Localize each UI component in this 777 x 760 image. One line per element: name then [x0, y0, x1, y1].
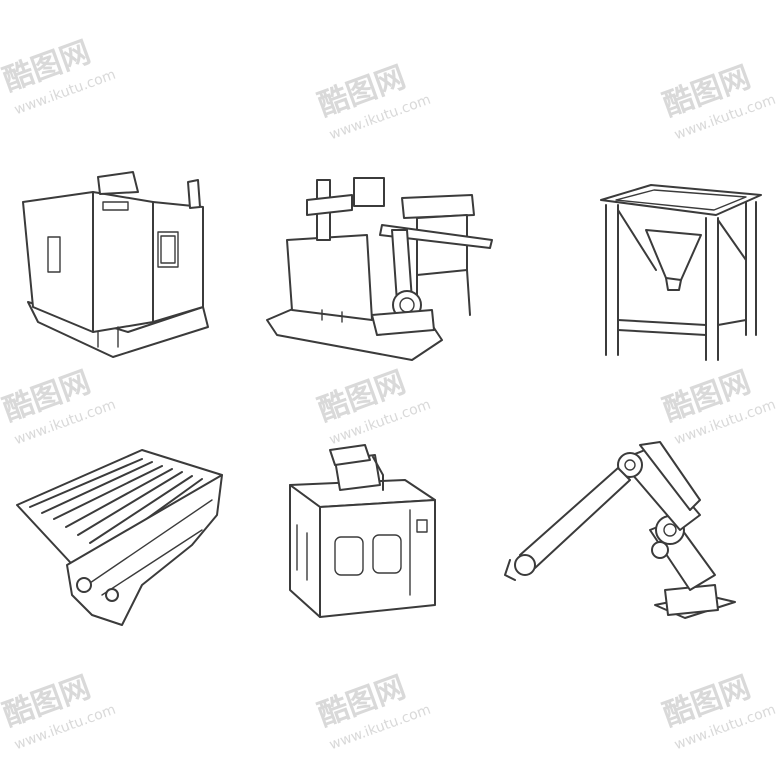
watermark-brand: 酷图网 [659, 365, 756, 429]
cnc-machining-center-icon [18, 171, 218, 362]
vertical-mill-icon [285, 444, 445, 620]
robotic-welding-cell-icon [262, 170, 502, 370]
watermark-brand: 酷图网 [314, 670, 411, 734]
watermark-url: www.ikutu.com [327, 702, 433, 754]
watermark-brand: 酷图网 [0, 365, 95, 429]
watermark-url: www.ikutu.com [12, 67, 118, 119]
watermark: 酷图网 www.ikutu.com [310, 40, 480, 150]
watermark-brand: 酷图网 [314, 365, 411, 429]
watermark-brand: 酷图网 [0, 670, 95, 734]
steel-hopper-frame-icon [596, 180, 766, 362]
watermark: 酷图网 www.ikutu.com [0, 650, 165, 760]
watermark: 酷图网 www.ikutu.com [310, 650, 480, 760]
watermark-url: www.ikutu.com [12, 702, 118, 754]
watermark: 酷图网 www.ikutu.com [0, 15, 165, 125]
watermark-url: www.ikutu.com [327, 397, 433, 449]
watermark-brand: 酷图网 [659, 670, 756, 734]
watermark: 酷图网 www.ikutu.com [655, 650, 777, 760]
watermark-brand: 酷图网 [314, 60, 411, 124]
roller-conveyor-icon [12, 445, 224, 633]
watermark-brand: 酷图网 [659, 60, 756, 124]
watermark: 酷图网 www.ikutu.com [655, 40, 777, 150]
watermark-url: www.ikutu.com [327, 92, 433, 144]
watermark-url: www.ikutu.com [672, 702, 777, 754]
watermark-url: www.ikutu.com [12, 397, 118, 449]
industrial-robot-arm-icon [500, 440, 740, 630]
watermark-url: www.ikutu.com [672, 92, 777, 144]
watermark-brand: 酷图网 [0, 35, 95, 99]
